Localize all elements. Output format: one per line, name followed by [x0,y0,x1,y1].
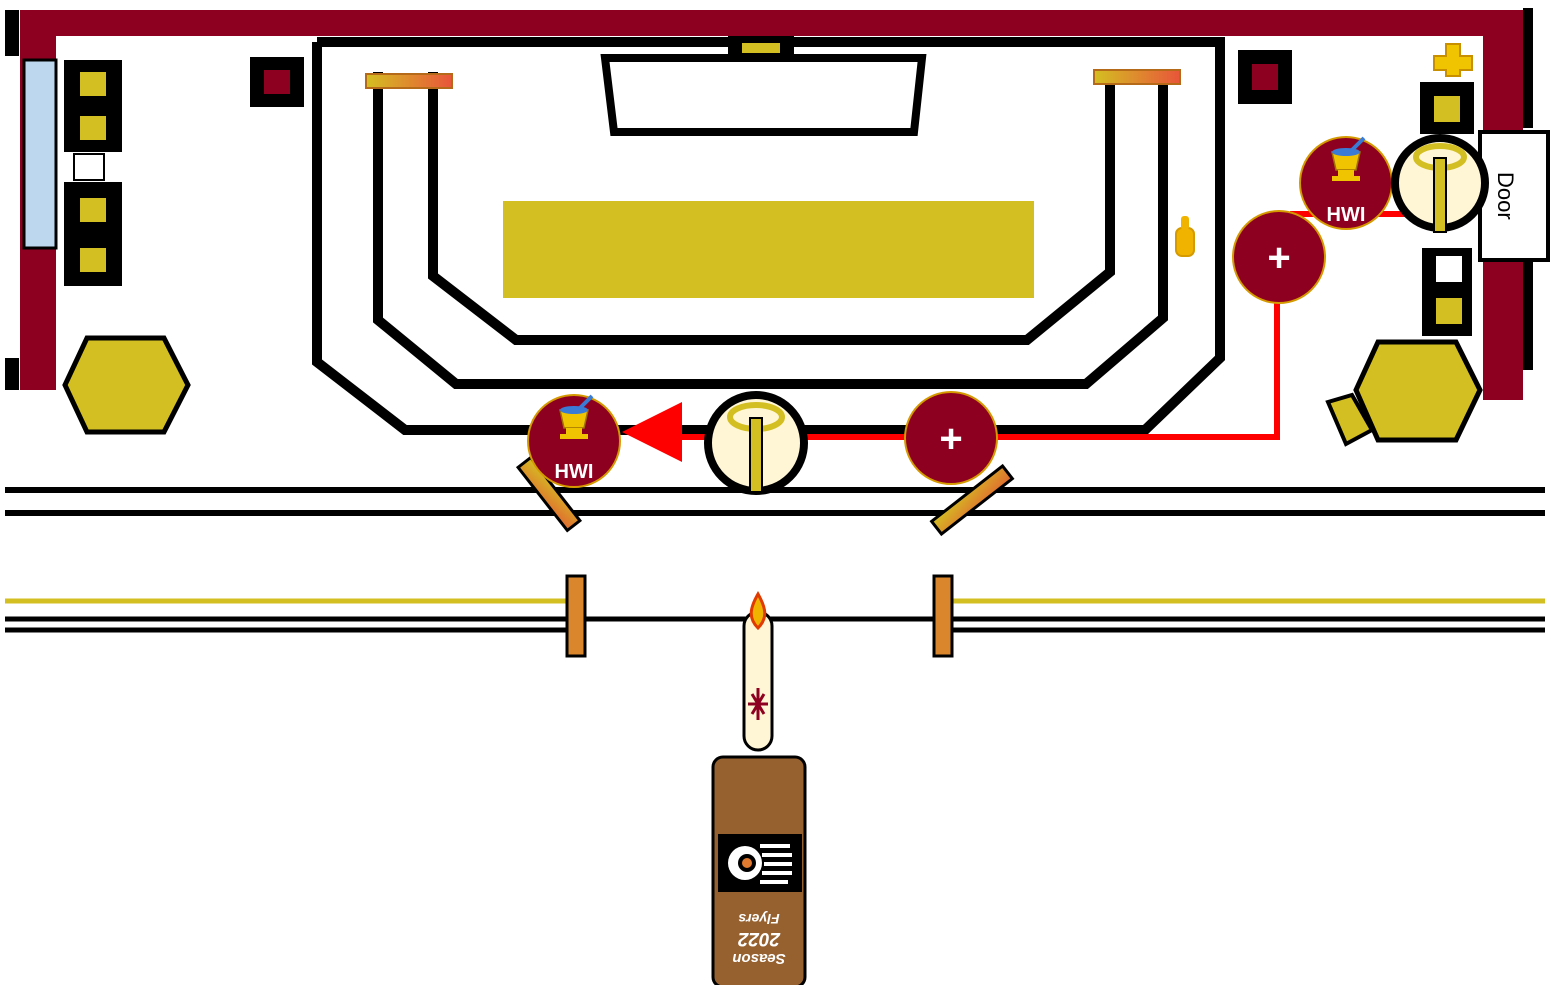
left-wall-edge [5,10,19,56]
door-label: Door [1493,172,1518,220]
hwi-marker-left[interactable]: HWI [527,394,621,488]
left-window [22,58,58,250]
altar-table [503,201,1034,298]
rail-candle-right [929,463,1015,537]
book-line-year: 2022 [737,928,781,949]
walls [5,8,1533,400]
altar-back-table [600,54,927,136]
altar-candle-right [1093,69,1181,85]
cross-bearer-marker-center[interactable]: + [904,391,998,485]
aisle-lines [5,598,1545,633]
sanctuary-lamp-icon [1175,216,1195,257]
hwi-marker-right[interactable]: HWI [1299,136,1393,230]
gospel-book[interactable]: Season 2022 Flyers [711,755,807,985]
right-presider-chair [1325,339,1483,447]
left-presider-chair [62,335,191,435]
top-wall [20,10,1523,36]
holy-water-bucket-icon [559,394,594,439]
processional-candle[interactable] [742,590,774,752]
cross-bearer-marker-right[interactable]: + [1232,210,1326,304]
right-wall-edge-lower [1523,262,1533,370]
altar-platform [312,37,1225,435]
path-arrowhead-icon [622,402,682,462]
hwi-label-left: HWI [555,461,594,483]
communion-rail [5,487,1545,516]
hwi-label-right: HWI [1327,204,1366,226]
right-wall-edge [1523,8,1533,128]
plus-icon: + [1267,236,1290,280]
holy-water-bucket-icon [1331,136,1366,181]
rail-candle-left [515,455,583,533]
gate-post-right [932,574,954,658]
left-pews [64,60,122,286]
gate-post-left [565,574,587,658]
thurible-marker-center[interactable] [704,391,808,495]
door[interactable]: Door [1478,130,1550,262]
cross-icon [1433,43,1473,77]
book-line-season: Season [732,950,785,967]
thurible-marker-right[interactable] [1391,134,1489,233]
candle-cross-icon [748,688,768,720]
flame-icon [749,590,767,631]
altar-candle-left [365,73,453,89]
book-line-team: Flyers [738,911,779,927]
left-wall-edge-lower [5,358,19,390]
plus-icon: + [939,417,962,461]
